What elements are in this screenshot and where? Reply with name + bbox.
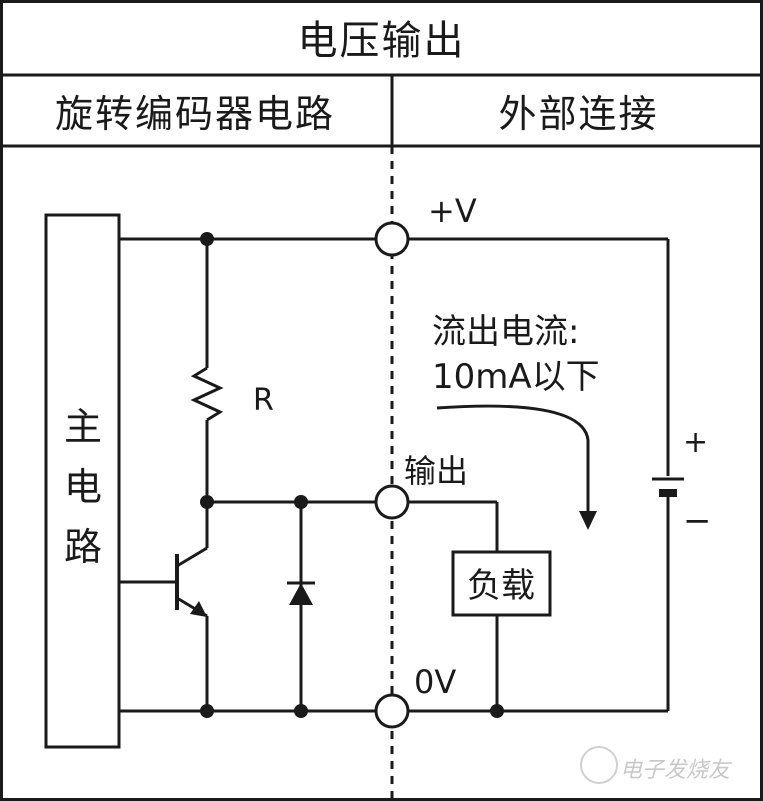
- watermark-text: 电子发烧友: [620, 758, 731, 783]
- main-circuit-label-3: 路: [64, 525, 102, 569]
- load-box: [451, 550, 552, 617]
- junction-dot: [294, 495, 308, 509]
- supply-terminal-label: +V: [428, 192, 477, 230]
- diode-symbol: [289, 583, 313, 605]
- main-circuit-label-1: 主: [64, 405, 102, 449]
- transistor-collector: [176, 546, 208, 568]
- diagram-title: 电压输出: [297, 18, 466, 64]
- battery-plate-short: [659, 489, 677, 497]
- watermark-logo-icon: [580, 746, 618, 784]
- current-note-line1: 流出电流:: [432, 312, 579, 352]
- main-circuit-box: [44, 213, 121, 749]
- load-label: 负载: [467, 566, 535, 606]
- encoder-circuit-header: 旋转编码器电路: [54, 91, 335, 136]
- junction-dot: [294, 704, 308, 718]
- battery-plus-label: +: [683, 425, 708, 460]
- output-terminal-label: 输出: [404, 452, 468, 490]
- resistor-symbol: [190, 366, 224, 422]
- junction-dot: [200, 495, 214, 509]
- main-circuit-label-2: 电: [64, 465, 102, 509]
- ground-terminal: [374, 693, 410, 729]
- battery-minus-label: −: [683, 501, 712, 541]
- external-connection-header: 外部连接: [498, 91, 659, 136]
- ground-terminal-label: 0V: [414, 663, 456, 701]
- resistor-label: R: [253, 383, 274, 418]
- current-arrow-head: [579, 511, 597, 530]
- emitter-arrow: [190, 601, 207, 617]
- junction-dot: [200, 704, 214, 718]
- current-flow-arrow: [436, 404, 590, 512]
- junction-dot: [490, 704, 504, 718]
- output-terminal: [374, 484, 410, 520]
- junction-dot: [200, 232, 214, 246]
- supply-terminal: [374, 221, 410, 257]
- current-note-line2: 10mA以下: [432, 357, 600, 397]
